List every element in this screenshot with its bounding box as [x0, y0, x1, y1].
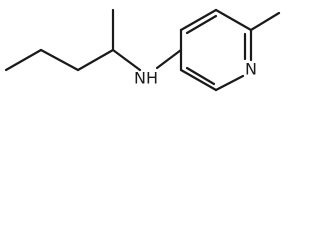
ring-bond-c2-c3	[179, 68, 218, 92]
ring-bond-c4-c5	[179, 8, 218, 32]
chemical-structure-figure: N H N	[0, 0, 285, 103]
bond-nh-ring	[155, 48, 183, 70]
molecule-drawing: N H N	[4, 8, 281, 92]
bond-c3-c4	[76, 48, 115, 72]
ring-bond-c5-c6	[214, 8, 253, 32]
amine-hydrogen-label: H	[146, 69, 158, 88]
bond-c4-nh	[111, 48, 142, 72]
ring-nitrogen-label: N	[245, 60, 257, 79]
ring-bond-n1-c2	[214, 74, 245, 92]
pyridine-ring	[179, 8, 253, 92]
ring-bond-c4-c5-inner	[185, 14, 218, 35]
ring-bond-c2-c3-inner	[185, 66, 216, 86]
amine-group: N H	[134, 69, 158, 88]
pentyl-chain	[4, 8, 142, 72]
bond-c1-c2	[4, 48, 43, 72]
bond-c2-c3	[39, 48, 80, 72]
bond-ring-methyl	[249, 11, 281, 32]
amine-nitrogen-label: N	[134, 69, 146, 88]
